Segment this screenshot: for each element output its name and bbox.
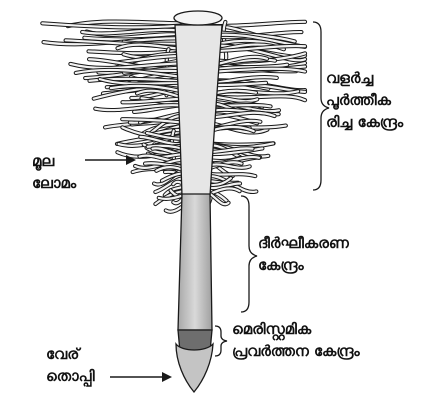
root-trunk [175, 25, 222, 196]
label-maturation-zone: വളർച്ച പൂർത്തീക രിച്ച കേന്ദ്രം [326, 67, 403, 133]
root-cap [176, 344, 213, 392]
label-meristematic-zone: മെരിസ്റ്റമിക പ്രവർത്തന കേന്ദ്രം [232, 318, 360, 362]
brace-meristem [215, 326, 227, 356]
elongation-zone-body [178, 194, 212, 330]
brace-elongation [241, 196, 257, 312]
root-cap-arrow [110, 372, 172, 382]
label-root-hair: മൂല ലോമം [32, 150, 76, 194]
root-hair-arrow [85, 155, 136, 165]
root-hairs [42, 22, 305, 212]
label-root-cap: വേര് തൊപ്പി [46, 343, 95, 387]
label-elongation-zone: ദീർഘീകരണ കേന്ദ്രം [258, 232, 349, 276]
root-crown [174, 11, 222, 25]
